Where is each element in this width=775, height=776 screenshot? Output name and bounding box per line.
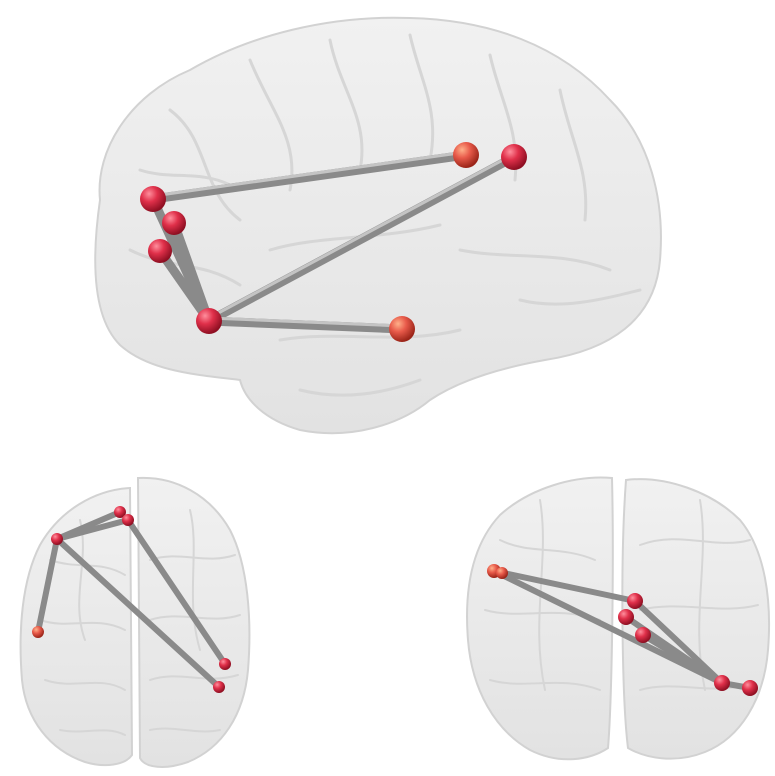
brain-node <box>627 593 643 609</box>
brain-node <box>618 609 634 625</box>
axial-view <box>21 478 250 767</box>
coronal-view <box>467 478 769 760</box>
brain-right-hemisphere-coronal <box>622 479 769 759</box>
brain-node <box>51 533 63 545</box>
brain-node <box>148 239 172 263</box>
brain-node <box>219 658 231 670</box>
brain-node <box>389 316 415 342</box>
brain-node <box>196 308 222 334</box>
brain-node <box>32 626 44 638</box>
brain-node <box>496 567 508 579</box>
brain-node <box>453 142 479 168</box>
brain-node <box>122 514 134 526</box>
brain-node <box>714 675 730 691</box>
brain-node <box>213 681 225 693</box>
brain-node <box>162 211 186 235</box>
brain-node <box>501 144 527 170</box>
brain-node <box>635 627 651 643</box>
brain-node <box>742 680 758 696</box>
brain-node <box>140 186 166 212</box>
sagittal-view <box>95 18 661 433</box>
